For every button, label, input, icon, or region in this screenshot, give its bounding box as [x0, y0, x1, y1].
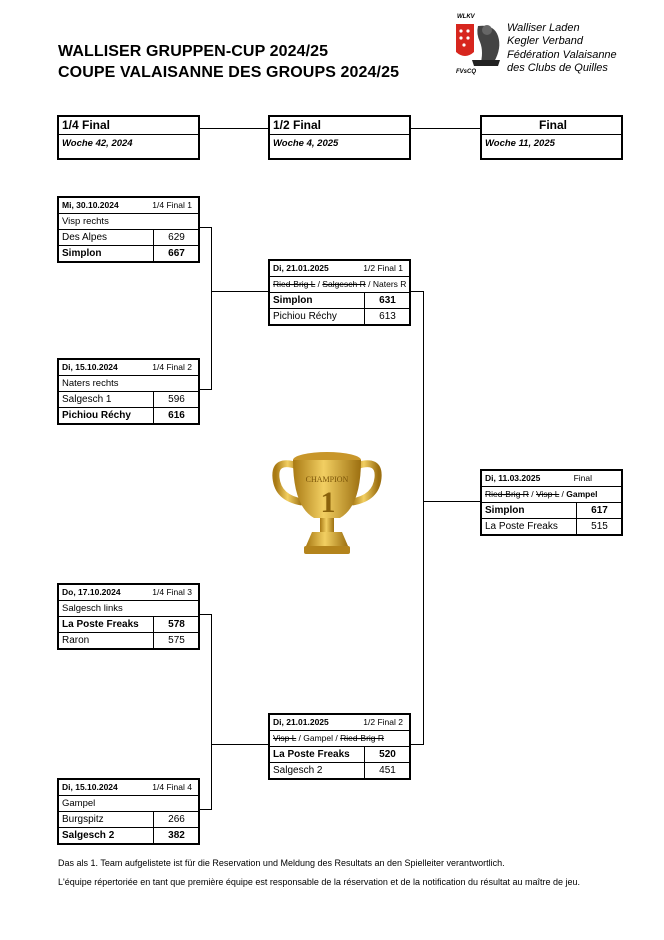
header-connector [411, 128, 480, 129]
trophy-number: 1 [321, 486, 336, 519]
logo-abbr-bottom: FVsCQ [456, 69, 477, 75]
page-title-fr: COUPE VALAISANNE DES GROUPS 2024/25 [58, 64, 400, 81]
round-header-quarterfinal: 1/4 Final Woche 42, 2024 [57, 115, 200, 160]
page-title-de: WALLISER GRUPPEN-CUP 2024/25 [58, 43, 329, 60]
match-venue: Ried-Brig R / Visp L / Gampel [482, 487, 621, 503]
logo-abbr-top: WLKV [457, 14, 475, 20]
footer-note-fr: L'équipe répertoriée en tant que premièr… [58, 877, 581, 887]
federation-logo: WLKV FVsCQ [452, 14, 504, 76]
match-venue: Visp L / Gampel / Ried-Brig R [270, 731, 409, 747]
coat-of-arms-icon [456, 24, 500, 66]
trophy-inscription: CHAMPION [306, 475, 349, 484]
match-venue: Salgesch links [59, 601, 198, 617]
header-connector [200, 128, 268, 129]
round-header-semifinal: 1/2 Final Woche 4, 2025 [268, 115, 411, 160]
match-venue: Visp rechts [59, 214, 198, 230]
match-venue: Gampel [59, 796, 198, 812]
footer-note-de: Das als 1. Team aufgelistete ist für die… [58, 858, 505, 868]
round-header-final: Final Woche 11, 2025 [480, 115, 623, 160]
trophy-icon: CHAMPION 1 [272, 452, 382, 554]
match-venue: Naters rechts [59, 376, 198, 392]
match-venue: Ried-Brig L / Salgesch R / Naters R [270, 277, 409, 293]
